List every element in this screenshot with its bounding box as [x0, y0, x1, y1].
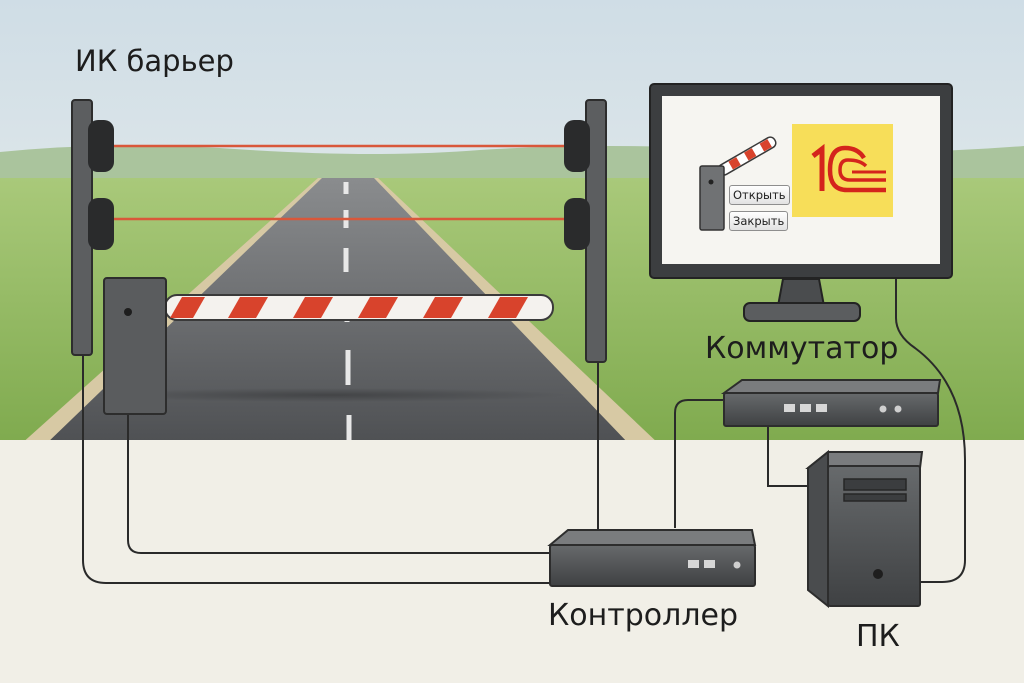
ir-barrier-right-post	[564, 99, 607, 363]
drive-bay	[843, 478, 907, 491]
pc-tower	[805, 449, 924, 609]
monitor-stand	[743, 302, 861, 322]
barrier-gate	[90, 277, 570, 415]
barrier-stripes	[170, 297, 528, 318]
pc-label: ПК	[856, 619, 900, 654]
barrier-cabinet	[103, 277, 167, 415]
monitor-neck	[776, 278, 826, 307]
close-button[interactable]: Закрыть	[729, 211, 789, 231]
ir-sensor-icon	[88, 120, 114, 172]
cable-controller-to-switch	[674, 399, 724, 528]
ir-barrier-left-post	[71, 99, 114, 356]
ethernet-port-icon	[688, 560, 715, 568]
status-led-icon	[733, 561, 741, 569]
ir-barrier-label: ИК барьер	[75, 44, 234, 78]
cables	[82, 278, 966, 584]
switch-label: Коммутатор	[705, 331, 899, 366]
cable-monitor-to-pc	[895, 278, 966, 583]
monitor	[649, 83, 953, 322]
open-button[interactable]: Открыть	[729, 185, 790, 205]
controller-label: Контроллер	[548, 598, 738, 633]
cable-switch-to-pc	[767, 426, 808, 487]
network-switch	[720, 379, 942, 427]
ir-sensor-icon	[564, 198, 590, 250]
ir-sensor-icon	[88, 198, 114, 250]
barrier-shadow	[90, 388, 570, 402]
controller-unit	[547, 529, 757, 587]
power-button-icon	[873, 569, 883, 579]
ir-beams	[114, 144, 564, 221]
barrier-app-icon	[699, 136, 777, 231]
ethernet-port-icon	[784, 404, 827, 412]
ir-sensor-icon	[564, 120, 590, 172]
status-led-icon	[879, 405, 887, 413]
1c-logo	[792, 124, 893, 217]
cable-ir-left-to-controller	[82, 355, 550, 584]
cable-barrier-to-controller	[127, 410, 550, 554]
drive-bay	[843, 493, 907, 502]
status-led-icon	[894, 405, 902, 413]
